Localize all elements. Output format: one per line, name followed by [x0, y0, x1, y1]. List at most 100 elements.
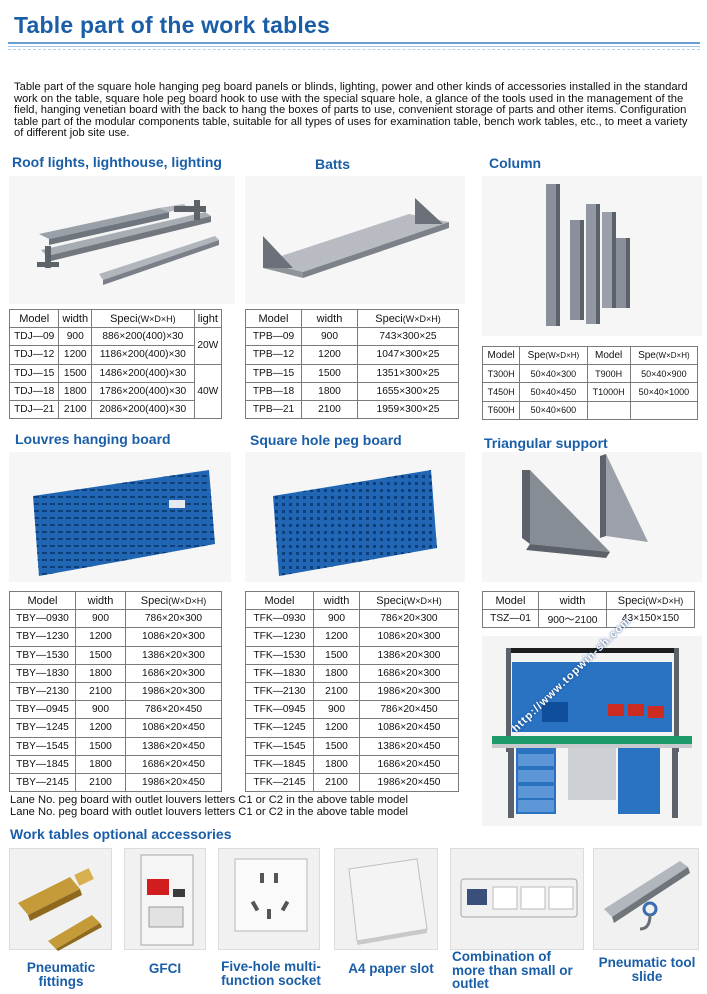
table-cell: TDJ—18	[8, 381, 60, 401]
table-cell: 2100	[313, 772, 360, 793]
table-cell: 1959×300×25	[357, 399, 459, 420]
five-hole-socket-image	[218, 848, 320, 950]
note-2: Lane No. peg board with outlet louvers l…	[10, 806, 409, 818]
title-divider-dashed	[8, 49, 700, 50]
column-image	[482, 176, 702, 336]
table-cell: 743×300×25	[357, 327, 459, 347]
col-header: Model	[245, 590, 314, 611]
light-cell: 40W	[193, 363, 223, 420]
col-header: Model	[482, 590, 539, 611]
table-cell: TBY—1230	[9, 627, 76, 647]
table-cell: 50×40×450	[519, 382, 588, 402]
table-cell: TFK—1245	[245, 718, 314, 738]
table-cell: TFK—1845	[245, 754, 314, 774]
table-cell: 1386×20×300	[359, 645, 459, 665]
table-header-row: Model width Speci(W×D×H) light	[8, 308, 223, 329]
accessory-label-pneumatic-tool-slide: Pneumatic tool slide	[598, 955, 696, 984]
col-header: Model	[586, 345, 631, 366]
table-header-row: Model width Speci(W×D×H)	[9, 590, 222, 611]
col-header: Spe(W×D×H)	[519, 345, 588, 366]
table-cell: 1800	[313, 663, 360, 683]
table-cell: 1386×20×450	[359, 736, 459, 756]
col-header: Speci(W×D×H)	[606, 590, 695, 611]
table-cell: 1086×20×450	[359, 718, 459, 738]
section-title-peg: Square hole peg board	[250, 432, 402, 448]
table-cell: 1200	[301, 345, 358, 365]
louvres-board-image	[9, 452, 231, 582]
pneumatic-tool-slide-image	[593, 848, 699, 950]
table-cell	[586, 400, 631, 420]
intro-paragraph: Table part of the square hole hanging pe…	[14, 81, 688, 140]
table-cell: 43×150×150	[606, 609, 695, 629]
table-cell: 1800	[75, 754, 126, 774]
col-header: Speci(W×D×H)	[357, 308, 459, 329]
table-cell: 1800	[58, 381, 93, 401]
table-cell: TFK—1530	[245, 645, 314, 665]
table-cell: 50×40×1000	[629, 382, 699, 402]
accessory-label-five-hole-socket: Five-hole multi-function socket	[221, 959, 321, 988]
section-title-triangular: Triangular support	[484, 435, 608, 451]
table-cell: 1500	[313, 736, 360, 756]
table-cell: TFK—1545	[245, 736, 314, 756]
table-cell: TDJ—21	[8, 399, 60, 420]
table-header-row: Model width Speci(W×D×H)	[245, 590, 459, 611]
table-cell: 786×20×450	[125, 700, 222, 720]
section-title-roof: Roof lights, lighthouse, lighting	[12, 154, 222, 170]
table-cell: 1386×20×300	[125, 645, 222, 665]
table-cell: 1086×20×450	[125, 718, 222, 738]
table-cell: 2100	[313, 681, 360, 702]
table-cell: TFK—1230	[245, 627, 314, 647]
col-header: Model	[9, 590, 76, 611]
col-header: width	[58, 308, 93, 329]
table-cell: T1000H	[586, 382, 631, 402]
table-cell: TBY—1545	[9, 736, 76, 756]
peg-board-image	[245, 452, 465, 582]
table-cell: 2100	[58, 399, 93, 420]
table-cell: TPB—21	[245, 399, 302, 420]
table-cell: TPB—18	[245, 381, 302, 401]
section-title-louvres: Louvres hanging board	[15, 431, 171, 447]
table-cell: T900H	[586, 364, 631, 384]
col-header: Model	[8, 308, 60, 329]
table-cell: 1351×300×25	[357, 363, 459, 383]
table-cell: 2100	[75, 772, 126, 793]
col-header: Model	[245, 308, 302, 329]
table-cell: 50×40×600	[519, 400, 588, 420]
table-cell: 50×40×900	[629, 364, 699, 384]
col-header: width	[301, 308, 358, 329]
table-cell: 1786×200(400)×30	[91, 381, 195, 401]
table-cell: 1686×20×300	[125, 663, 222, 683]
col-header: Model	[481, 345, 521, 366]
accessory-label-a4-paper-slot: A4 paper slot	[348, 961, 434, 976]
table-cell: 786×20×300	[359, 609, 459, 629]
table-cell: T300H	[481, 364, 521, 384]
col-header: width	[75, 590, 126, 611]
table-cell: 1655×300×25	[357, 381, 459, 401]
table-cell: 1986×20×300	[125, 681, 222, 702]
table-cell: TFK—0945	[245, 700, 314, 720]
table-cell: TFK—2130	[245, 681, 314, 702]
page-title: Table part of the work tables	[14, 12, 330, 38]
table-cell: 2100	[75, 681, 126, 702]
